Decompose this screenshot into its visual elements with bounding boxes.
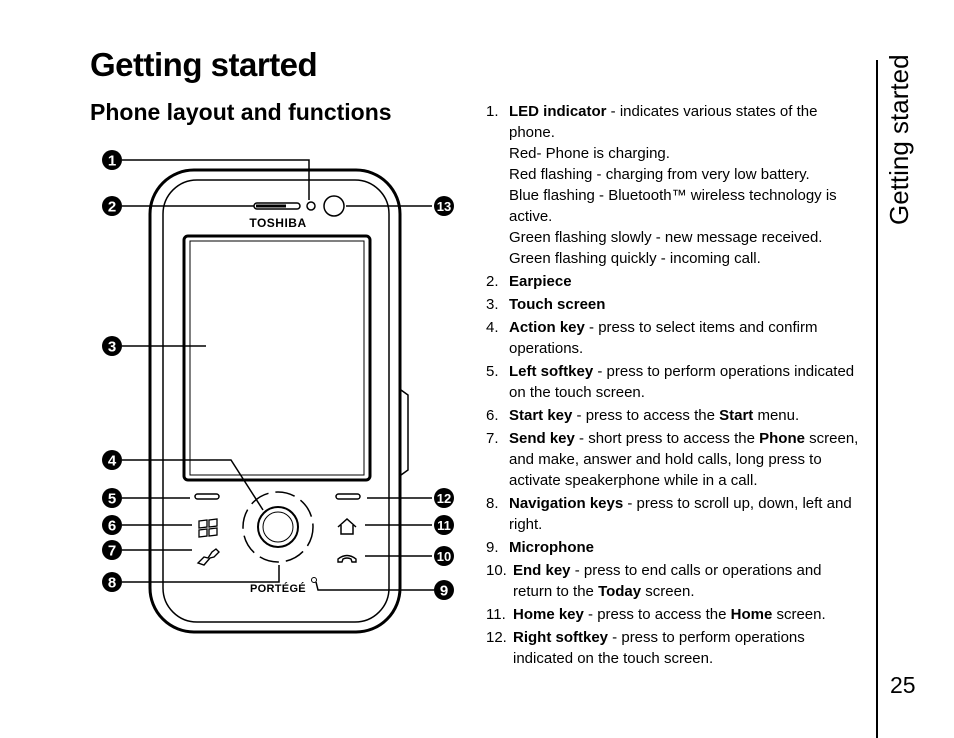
- item-term: Touch screen: [509, 296, 606, 313]
- list-item: 12.Right softkey - press to perform oper…: [486, 629, 805, 667]
- left-softkey: [194, 493, 220, 500]
- phone-body-inner: [162, 179, 390, 623]
- callout-1: 1: [102, 150, 122, 170]
- touch-screen: [189, 240, 365, 476]
- callout-6: 6: [102, 515, 122, 535]
- callout-13: 13: [434, 196, 454, 216]
- page-number: 25: [890, 672, 916, 698]
- svg-text:13: 13: [437, 199, 451, 214]
- callout-11: 11: [434, 515, 454, 535]
- callout-7: 7: [102, 540, 122, 560]
- svg-text:1: 1: [108, 153, 116, 170]
- windows-icon: [198, 518, 218, 538]
- item-term: Right softkey: [513, 629, 609, 646]
- right-softkey: [335, 493, 361, 500]
- phone-body-outer: [148, 168, 402, 634]
- function-list: 1.LED indicator - indicates various stat…: [486, 101, 864, 671]
- item-term: Navigation keys: [509, 495, 624, 512]
- navigation-keys-ring: [242, 491, 314, 563]
- item-term: Home key: [513, 606, 584, 623]
- item-term: Earpiece: [509, 273, 572, 290]
- side-button: [400, 389, 409, 476]
- phone-send-icon: [196, 548, 220, 566]
- section-title: Phone layout and functions: [90, 99, 392, 125]
- list-item: 4.Action key - press to select items and…: [486, 319, 818, 357]
- page-title: Getting started: [90, 46, 318, 83]
- list-item: 2.Earpiece: [486, 273, 572, 290]
- list-item: 10.End key - press to end calls or opera…: [486, 562, 822, 600]
- svg-text:8: 8: [108, 575, 116, 592]
- svg-text:2: 2: [108, 199, 116, 216]
- callout-2: 2: [102, 196, 122, 216]
- brand-portege: PORTÉGÉ: [250, 582, 306, 595]
- svg-text:5: 5: [108, 491, 116, 508]
- home-icon: [337, 517, 357, 535]
- callout-10: 10: [434, 546, 454, 566]
- svg-text:10: 10: [437, 549, 451, 564]
- microphone: [311, 577, 317, 583]
- item-term: LED indicator: [509, 103, 607, 120]
- phone-end-icon: [337, 554, 357, 563]
- side-tab-label: Getting started: [884, 54, 914, 225]
- callout-9: 9: [434, 580, 454, 600]
- item-term: End key: [513, 562, 571, 579]
- screen-bezel: [182, 234, 372, 482]
- svg-text:9: 9: [440, 583, 448, 600]
- item-term: Start key: [509, 407, 573, 424]
- callout-4: 4: [102, 450, 122, 470]
- item-term: Send key: [509, 430, 575, 447]
- list-item: 5.Left softkey - press to perform operat…: [486, 363, 855, 401]
- svg-text:11: 11: [437, 518, 451, 533]
- svg-text:12: 12: [437, 491, 451, 506]
- brand-toshiba: TOSHIBA: [249, 216, 306, 230]
- front-camera: [323, 195, 345, 217]
- item-sub: Red flashing - charging from very low ba…: [509, 166, 810, 183]
- list-item: 9.Microphone: [486, 539, 594, 556]
- callout-3: 3: [102, 336, 122, 356]
- svg-text:3: 3: [108, 339, 116, 356]
- item-term: Left softkey: [509, 363, 594, 380]
- list-item: 6.Start key - press to access the Start …: [486, 407, 800, 424]
- item-term: Action key: [509, 319, 585, 336]
- item-sub: Red- Phone is charging.: [509, 145, 670, 162]
- svg-text:6: 6: [108, 518, 116, 535]
- action-key: [257, 506, 299, 548]
- callout-12: 12: [434, 488, 454, 508]
- list-item: 3.Touch screen: [486, 296, 606, 313]
- callout-5: 5: [102, 488, 122, 508]
- list-item: 11.Home key - press to access the Home s…: [486, 606, 826, 623]
- callout-8: 8: [102, 572, 122, 592]
- list-item: 7.Send key - short press to access the P…: [486, 430, 859, 489]
- item-sub: Green flashing quickly - incoming call.: [509, 250, 761, 267]
- item-term: Microphone: [509, 539, 594, 556]
- led-indicator: [306, 201, 316, 211]
- svg-text:4: 4: [108, 453, 117, 470]
- svg-text:7: 7: [108, 543, 116, 560]
- item-sub: Green flashing slowly - new message rece…: [509, 229, 823, 246]
- list-item: 8.Navigation keys - press to scroll up, …: [486, 495, 852, 533]
- item-sub: Blue flashing - Bluetooth™ wireless tech…: [509, 187, 837, 225]
- side-tab-rule: [876, 60, 878, 738]
- list-item: 1.LED indicator - indicates various stat…: [486, 101, 864, 269]
